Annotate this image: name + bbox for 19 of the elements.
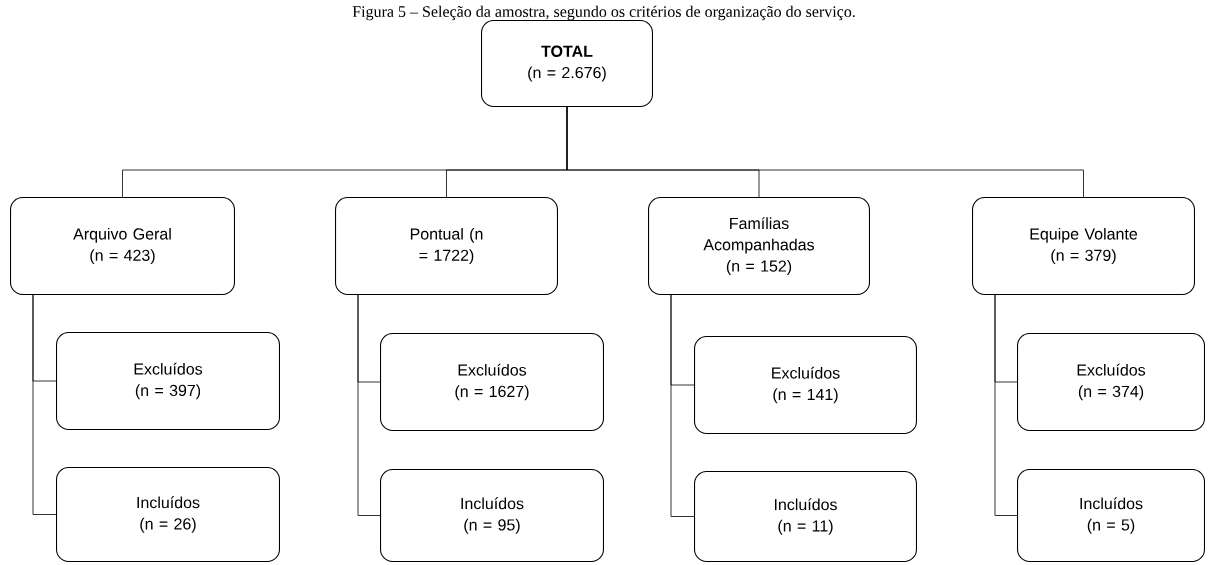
process-box: Incluídos (n = 5) xyxy=(1017,469,1205,562)
connector-line xyxy=(994,294,1018,516)
process-box: Excluídos (n = 1627) xyxy=(380,333,604,431)
process-box: Incluídos (n = 11) xyxy=(694,471,917,562)
process-box: Equipe Volante (n = 379) xyxy=(972,197,1195,295)
connector-line xyxy=(357,294,381,516)
connector-line xyxy=(32,294,57,515)
process-box: Excluídos (n = 141) xyxy=(694,336,917,434)
process-box: Incluídos (n = 26) xyxy=(56,467,280,562)
process-box: Famílias Acompanhadas (n = 152) xyxy=(648,197,870,295)
process-box: Excluídos (n = 397) xyxy=(56,332,280,430)
process-box: Incluídos (n = 95) xyxy=(380,469,604,562)
connector-line xyxy=(566,106,1084,198)
connector-line xyxy=(670,294,695,517)
process-box: TOTAL (n = 2.676) xyxy=(481,20,653,107)
process-box: Pontual (n = 1722) xyxy=(335,197,558,295)
figure-title: Figura 5 – Seleção da amostra, segundo os critérios de organização do serviço. xyxy=(352,5,855,21)
process-box: Excluídos (n = 374) xyxy=(1017,333,1205,431)
process-box: Arquivo Geral (n = 423) xyxy=(10,197,235,295)
